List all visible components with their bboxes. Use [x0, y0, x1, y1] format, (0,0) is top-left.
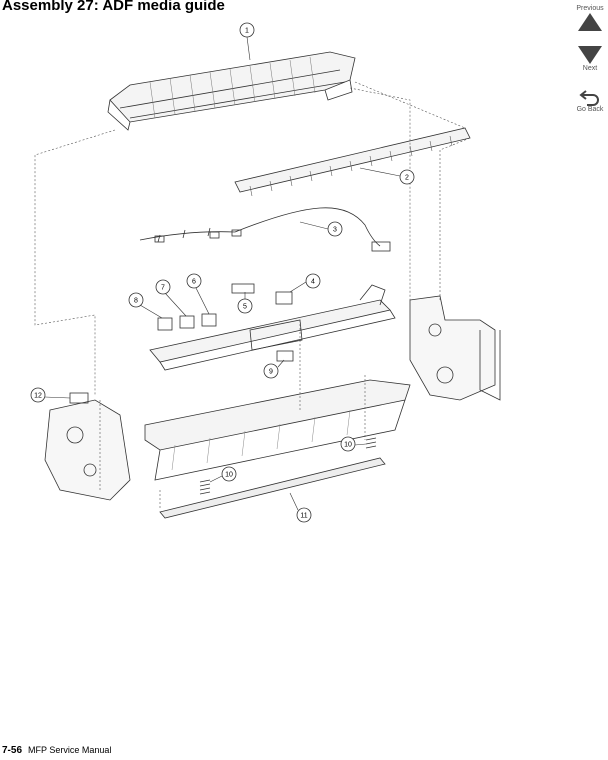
callout-5-circle [237, 298, 253, 314]
sensor-parts [157, 283, 294, 362]
go-back-label: Go Back [576, 106, 604, 113]
previous-arrow-icon[interactable] [577, 12, 603, 32]
page-title: Assembly 27: ADF media guide [2, 0, 225, 14]
previous-label: Previous [576, 5, 604, 12]
previous-nav[interactable]: Previous [572, 5, 608, 32]
callout-10b-circle [340, 436, 356, 452]
bracket-part [69, 392, 89, 404]
footer-page-number: 7-56 [2, 745, 23, 756]
callout-6: 6 [192, 279, 196, 286]
callout-10a-circle [221, 466, 237, 482]
spring-parts [199, 437, 377, 495]
comb-strip-part [234, 127, 471, 197]
callout-12: 12 [34, 393, 42, 400]
upper-media-guide-part [107, 51, 356, 131]
adf-media-guide-diagram: 1 2 3 4 5 6 7 8 9 10 10 11 [30, 22, 501, 523]
callout-10a: 10 [225, 472, 233, 479]
callout-group: 1 2 3 4 5 6 7 8 9 10 10 11 [30, 22, 415, 523]
callout-2: 2 [405, 175, 409, 182]
callout-4-circle [305, 273, 321, 289]
callout-11-circle [296, 507, 312, 523]
middle-guide-frame-part [149, 284, 396, 371]
go-back-icon[interactable] [578, 88, 602, 106]
callout-8-circle [128, 292, 144, 308]
page-footer: 7-56 MFP Service Manual [2, 745, 111, 756]
callout-9: 9 [269, 369, 273, 376]
next-arrow-icon[interactable] [577, 45, 603, 65]
footer-manual-name: MFP Service Manual [28, 745, 112, 755]
callout-12-circle [30, 387, 46, 403]
callout-8: 8 [134, 298, 138, 305]
next-nav[interactable]: Next [572, 45, 608, 72]
callout-3-circle [327, 221, 343, 237]
callout-1: 1 [245, 28, 249, 35]
go-back-nav[interactable]: Go Back [572, 88, 608, 113]
callout-10b: 10 [344, 442, 352, 449]
callout-11: 11 [300, 513, 307, 520]
callout-7: 7 [161, 285, 165, 292]
wire-harness-part [139, 207, 391, 252]
callout-1-circle [239, 22, 255, 38]
callout-2-circle [399, 169, 415, 185]
callout-5: 5 [243, 304, 247, 311]
bottom-bar-part [159, 457, 386, 519]
callout-9-circle [263, 363, 279, 379]
callout-7-circle [155, 279, 171, 295]
callout-3: 3 [333, 227, 337, 234]
callout-6-circle [186, 273, 202, 289]
next-label: Next [582, 65, 598, 72]
left-side-frame-part [44, 399, 131, 501]
lower-guide-part [144, 379, 411, 481]
callout-4: 4 [311, 279, 315, 286]
right-side-frame-part [409, 295, 501, 401]
